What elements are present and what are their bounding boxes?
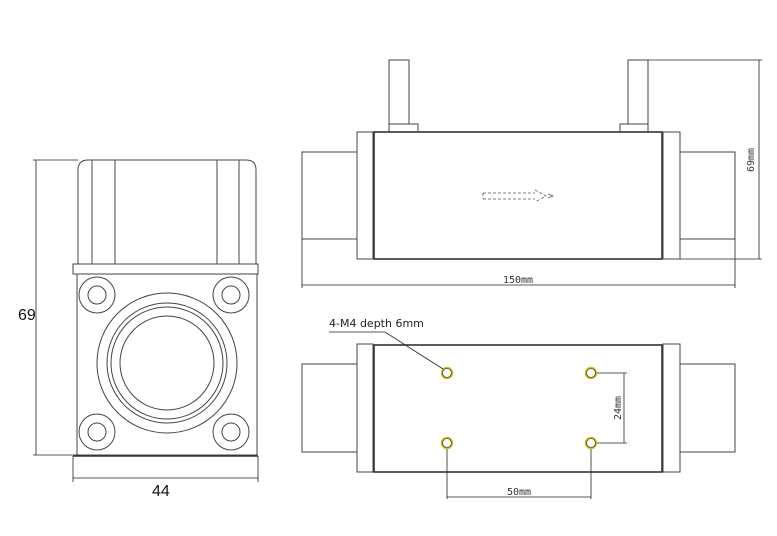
length-dimension: 150mm (301, 239, 736, 288)
left-flange (356, 131, 374, 260)
right-pipe (679, 363, 736, 453)
left-post (388, 59, 410, 125)
front-view: 69 44 (18, 159, 259, 500)
bottom-body (373, 344, 663, 473)
left-flange (356, 343, 374, 473)
right-flange (662, 131, 681, 260)
right-flange (662, 343, 681, 473)
hole-callout: 4-M4 depth 6mm (329, 317, 444, 370)
hole-spacing-y-label: 24mm (613, 396, 624, 420)
width-label: 44 (152, 483, 170, 500)
hole-note: 4-M4 depth 6mm (329, 317, 424, 330)
side-body (373, 131, 663, 260)
right-pipe (679, 151, 736, 240)
height-dimension: 69 (18, 159, 78, 456)
front-flange-plate (72, 263, 259, 275)
bolt-holes (78, 276, 250, 451)
hole-spacing-x-dimension: 50mm (446, 449, 592, 499)
left-pipe (301, 363, 358, 453)
side-view: 69mm 150mm (301, 59, 762, 288)
right-post (627, 59, 649, 125)
front-top-housing (77, 159, 257, 264)
left-pipe (301, 151, 358, 240)
flow-arrow-icon (482, 189, 555, 203)
width-dimension: 44 (72, 456, 259, 500)
hole-spacing-y-dimension: 24mm (597, 372, 627, 444)
hole-spacing-x-label: 50mm (507, 487, 531, 498)
side-height-dimension: 69mm (648, 59, 762, 260)
front-body (76, 273, 258, 456)
mounting-holes (440, 366, 598, 450)
pipe-port (96, 292, 238, 434)
height-label: 69 (18, 307, 36, 324)
bottom-view: 4-M4 depth 6mm 24mm 50mm (301, 317, 736, 499)
length-label: 150mm (503, 275, 533, 286)
side-height-label: 69mm (746, 148, 757, 172)
